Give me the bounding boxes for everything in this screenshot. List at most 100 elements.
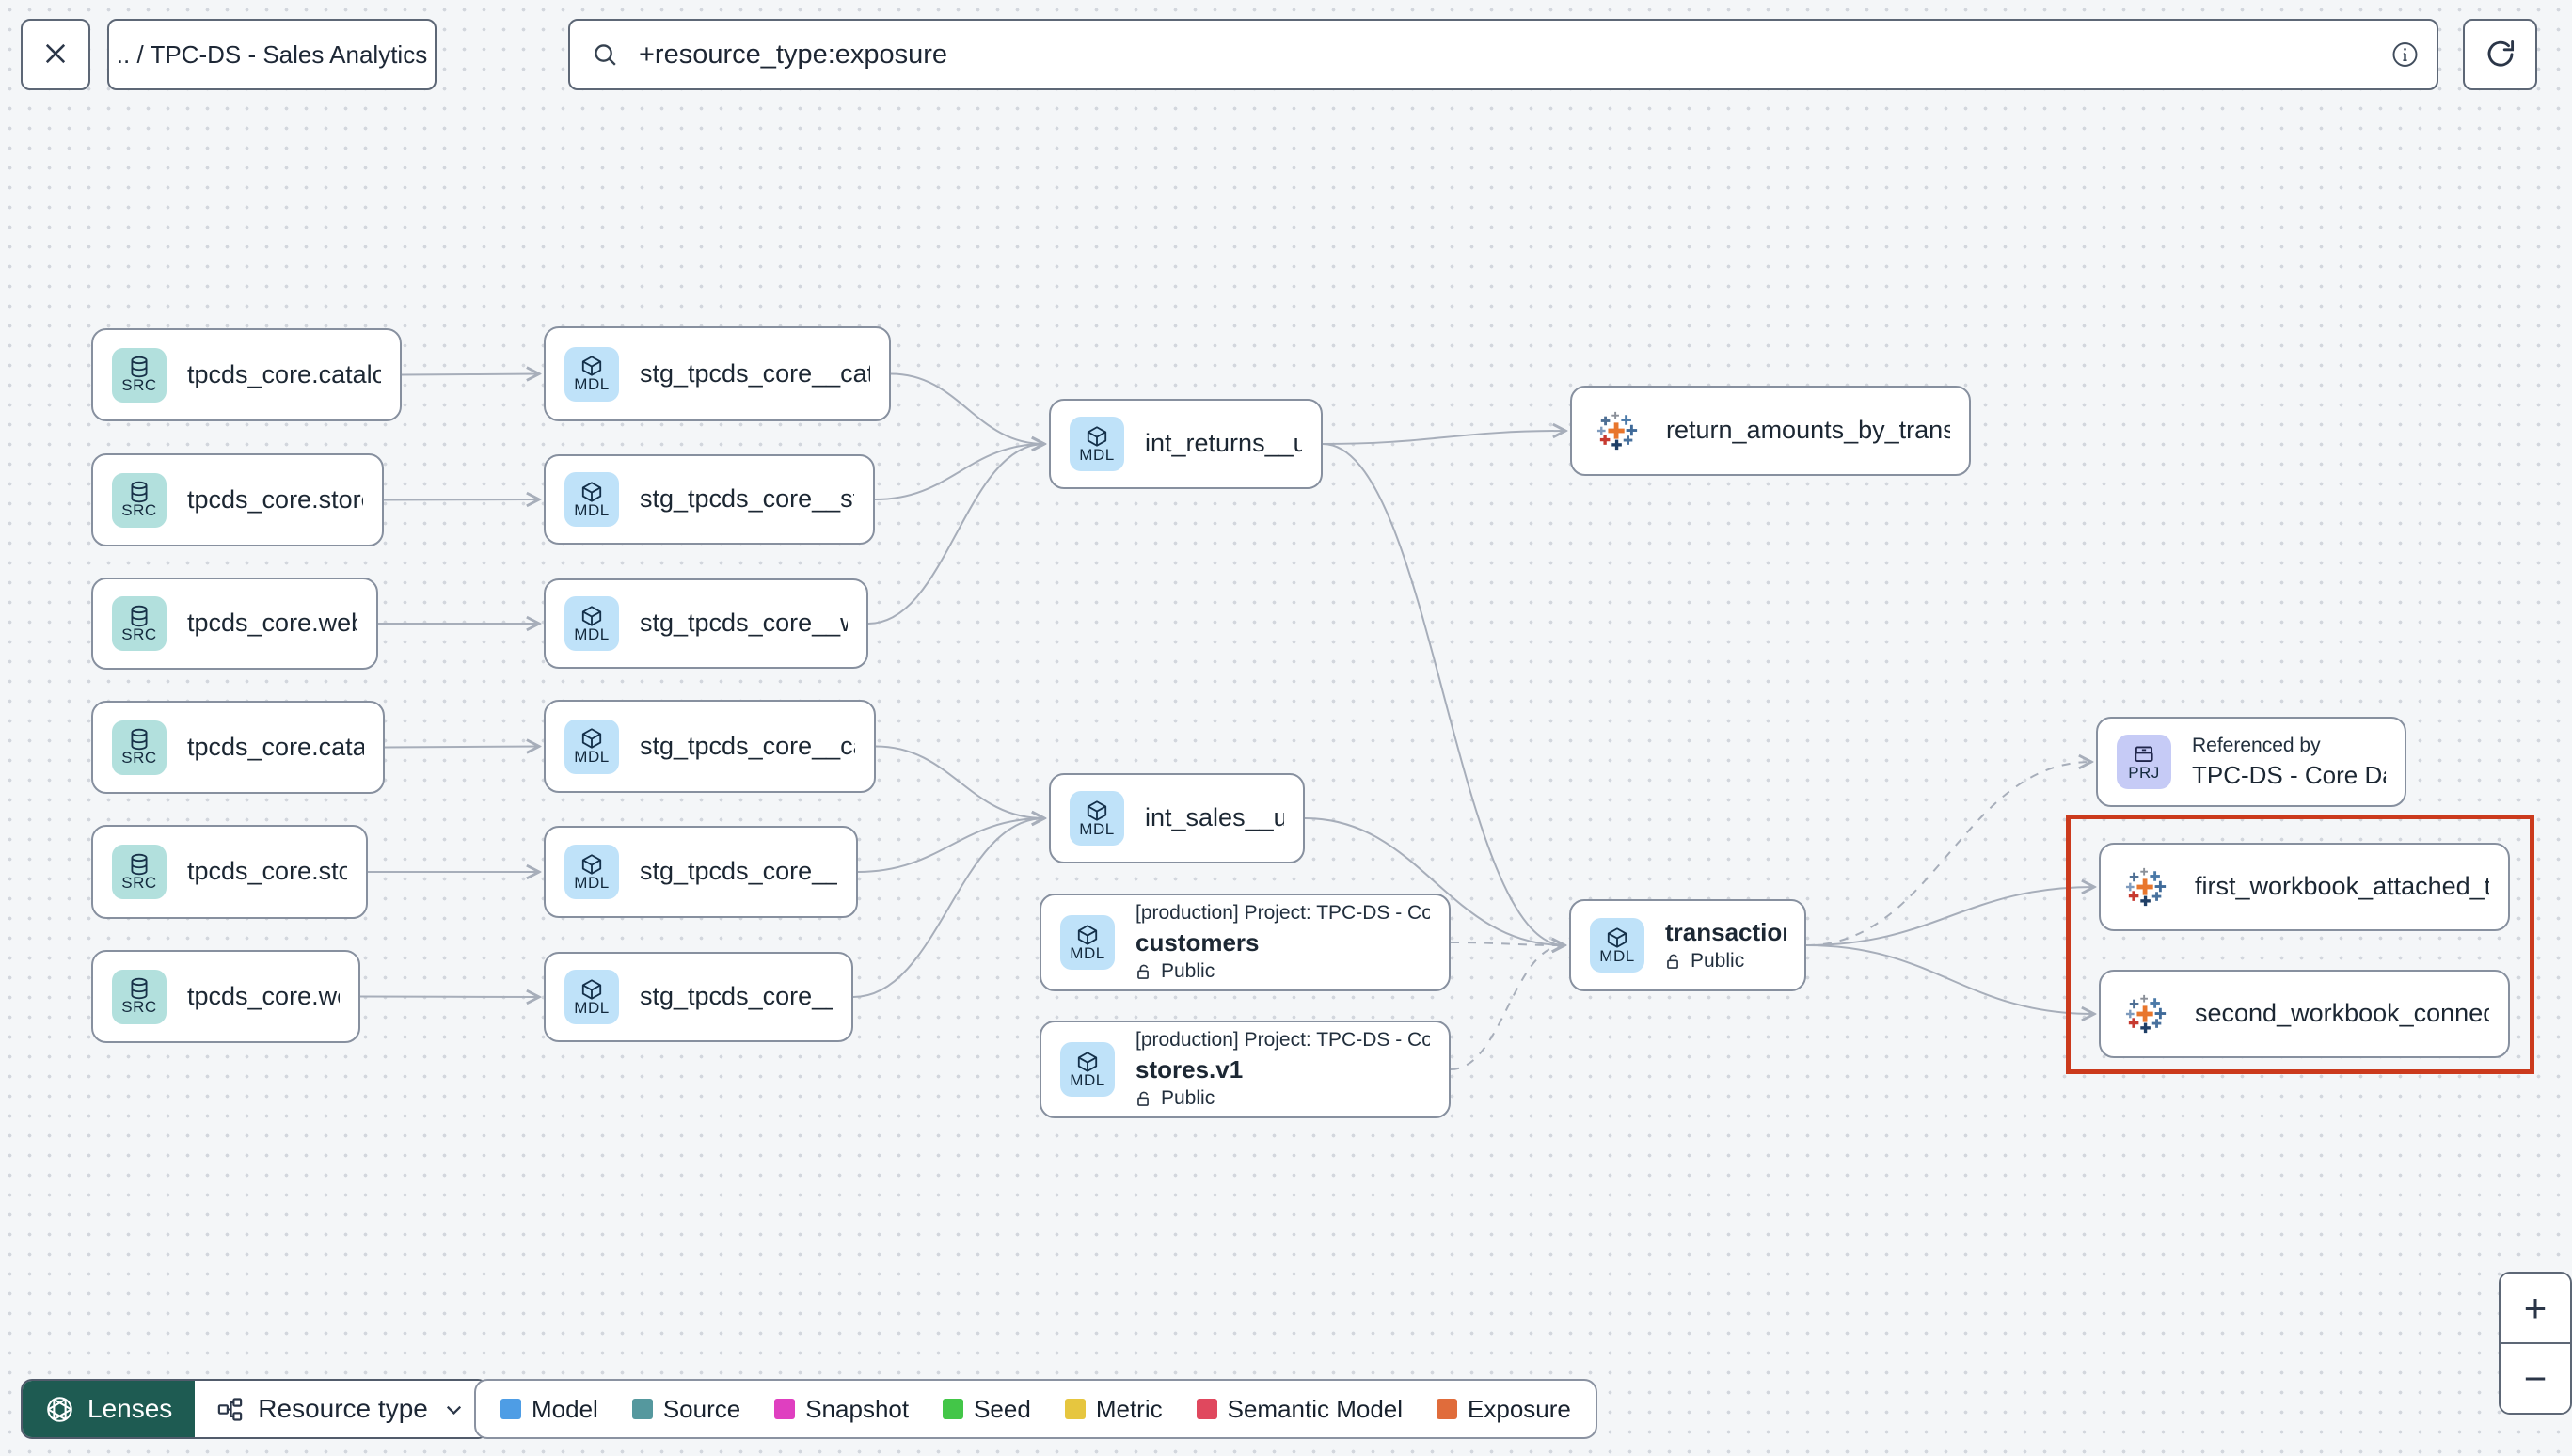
node-label: return_amounts_by_transaction_type <box>1666 416 1950 445</box>
view-controls: Lenses Resource type <box>21 1379 489 1439</box>
resource-graph-icon <box>215 1395 245 1424</box>
node-project-label: [production] Project: TPC-DS - Core Data… <box>1135 1029 1430 1052</box>
edge-stg-catalog-sales--int-sales-unioned <box>875 745 1044 819</box>
edge-src-catalog-sales--stg-catalog-sales <box>384 747 539 748</box>
close-button[interactable] <box>21 19 90 90</box>
node-label: stg_tpcds_core__web_returns <box>640 609 848 638</box>
node-label: TPC-DS - Core Data Models <box>2192 760 2386 789</box>
node-stores-v1[interactable]: MDL [production] Project: TPC-DS - Core D… <box>1040 1021 1451 1118</box>
edge-int-returns-unioned--return-amounts-by-transaction-type <box>1322 431 1565 445</box>
lenses-button[interactable]: Lenses <box>23 1381 196 1437</box>
cube-icon: MDL <box>1060 1042 1115 1097</box>
legend-item-seed: Seed <box>943 1395 1031 1424</box>
edge-stg-catalog-returns--int-returns-unioned <box>890 372 1044 445</box>
divider <box>2501 1342 2570 1344</box>
node-project-label: [production] Project: TPC-DS - Core Data… <box>1135 902 1430 925</box>
edge-stg-web-returns--int-returns-unioned <box>867 444 1044 625</box>
database-icon: SRC <box>112 969 167 1024</box>
refresh-icon <box>2484 37 2517 73</box>
chevron-down-icon <box>441 1397 467 1422</box>
zoom-in-button[interactable]: + <box>2501 1274 2570 1342</box>
project-icon: PRJ <box>2117 735 2171 789</box>
edge-transactions--second-workbook <box>1805 944 2094 1014</box>
breadcrumb[interactable]: .. / TPC-DS - Sales Analytics <box>107 19 437 90</box>
node-src-web-returns[interactable]: SRC tpcds_core.web_returns <box>91 578 378 670</box>
legend-swatch <box>943 1399 964 1419</box>
legend-swatch <box>1196 1399 1217 1419</box>
edge-int-returns-unioned--transactions <box>1322 443 1564 945</box>
node-second-workbook[interactable]: second_workbook_connected_to_live… <box>2099 970 2510 1058</box>
lock-open-icon <box>1665 953 1683 971</box>
node-access-label: Public <box>1691 950 1745 973</box>
info-icon[interactable] <box>2390 40 2420 70</box>
zoom-out-button[interactable]: − <box>2501 1344 2570 1413</box>
legend-item-model: Model <box>500 1395 598 1424</box>
node-transactions[interactable]: MDL transactionsPublic <box>1569 899 1806 991</box>
node-label: stg_tpcds_core__web_sales <box>640 982 833 1011</box>
node-int-sales-unioned[interactable]: MDL int_sales__unioned <box>1049 773 1305 863</box>
legend-item-source: Source <box>631 1395 740 1424</box>
cube-icon: MDL <box>564 596 619 651</box>
node-label: stg_tpcds_core__catalog_sales <box>640 731 855 760</box>
tableau-icon <box>2120 860 2174 914</box>
node-label: stores.v1 <box>1135 1054 1244 1084</box>
node-customers[interactable]: MDL [production] Project: TPC-DS - Core D… <box>1040 894 1451 991</box>
edge-customers--transactions <box>1450 942 1564 945</box>
node-stg-store-returns[interactable]: MDL stg_tpcds_core__store_returns <box>544 454 875 545</box>
node-label: transactions <box>1665 917 1786 946</box>
legend-item-semantic-model: Semantic Model <box>1196 1395 1403 1424</box>
edge-transactions--tpcds-core-data-models <box>1805 762 2091 946</box>
resource-type-dropdown[interactable]: Resource type <box>195 1381 487 1437</box>
node-label: second_workbook_connected_to_live… <box>2195 999 2489 1028</box>
cube-icon: MDL <box>1060 915 1115 970</box>
node-first-workbook[interactable]: first_workbook_attached_to_tpc-ds_-_… <box>2099 843 2510 931</box>
node-stg-web-sales[interactable]: MDL stg_tpcds_core__web_sales <box>544 952 853 1042</box>
legend-swatch <box>631 1399 653 1419</box>
cube-icon: MDL <box>564 970 619 1024</box>
refresh-button[interactable] <box>2463 19 2537 90</box>
cube-icon: MDL <box>564 719 619 774</box>
node-label: tpcds_core.web_sales <box>187 981 340 1010</box>
node-stg-catalog-sales[interactable]: MDL stg_tpcds_core__catalog_sales <box>544 700 876 793</box>
node-return-amounts-by-transaction-type[interactable]: return_amounts_by_transaction_type <box>1570 386 1971 476</box>
node-tpcds-core-data-models[interactable]: PRJ Referenced by TPC-DS - Core Data Model… <box>2096 717 2406 807</box>
cube-icon: MDL <box>564 472 619 527</box>
node-stg-web-returns[interactable]: MDL stg_tpcds_core__web_returns <box>544 578 868 669</box>
search-input[interactable] <box>637 38 2416 71</box>
legend-swatch <box>774 1399 796 1419</box>
edge-transactions--first-workbook <box>1805 887 2094 946</box>
search-icon <box>591 40 620 70</box>
node-label: stg_tpcds_core__store_returns <box>640 484 854 514</box>
database-icon: SRC <box>112 596 167 651</box>
cube-icon: MDL <box>564 845 619 899</box>
legend-item-snapshot: Snapshot <box>774 1395 909 1424</box>
node-src-web-sales[interactable]: SRC tpcds_core.web_sales <box>91 950 360 1043</box>
edge-stg-web-sales--int-sales-unioned <box>852 818 1044 998</box>
node-label: tpcds_core.catalog_sales <box>187 732 364 761</box>
breadcrumb-label: .. / TPC-DS - Sales Analytics <box>116 40 428 69</box>
node-label: tpcds_core.web_returns <box>187 609 357 638</box>
zoom-controls: + − <box>2499 1272 2572 1415</box>
node-label: first_workbook_attached_to_tpc-ds_-_… <box>2195 872 2489 901</box>
node-label: int_sales__unioned <box>1145 803 1284 832</box>
tableau-icon <box>1591 404 1645 458</box>
legend-item-exposure: Exposure <box>1437 1395 1571 1424</box>
node-label: tpcds_core.store_sales <box>187 857 347 886</box>
database-icon: SRC <box>112 347 167 403</box>
resource-type-label: Resource type <box>258 1394 428 1423</box>
cube-icon: MDL <box>1590 918 1644 973</box>
cube-icon: MDL <box>1070 791 1124 846</box>
node-project-label: Referenced by <box>2192 734 2321 756</box>
edge-stg-store-returns--int-returns-unioned <box>874 444 1044 500</box>
node-label: tpcds_core.store_returns <box>187 484 363 514</box>
tableau-icon <box>2120 987 2174 1041</box>
close-icon <box>40 38 71 72</box>
